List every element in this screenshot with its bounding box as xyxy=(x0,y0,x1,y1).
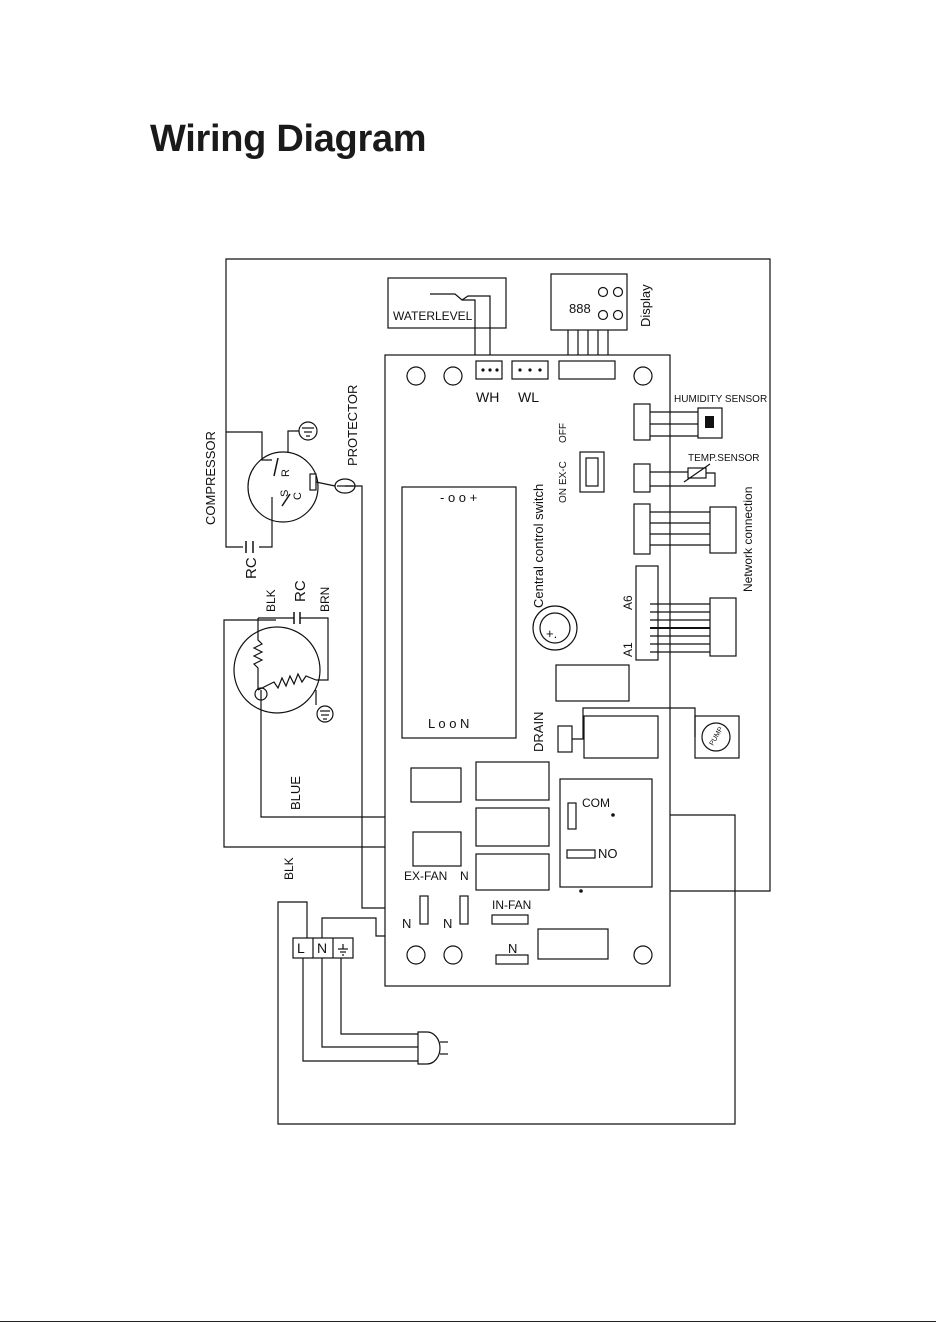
terminal-r: R xyxy=(280,469,292,477)
compressor: COMPRESSOR R C S RC xyxy=(203,422,318,579)
terminal-c: C xyxy=(292,492,304,500)
ex-fan-n: N xyxy=(460,869,469,883)
switch-on: ON xyxy=(558,488,569,503)
connector-wl: WL xyxy=(518,389,539,405)
power-l: L xyxy=(297,940,305,956)
power-plug xyxy=(418,1032,448,1064)
ex-fan-label: EX-FAN xyxy=(404,869,447,883)
display-module: 888 Display xyxy=(551,274,653,363)
switch-exc: EX-C xyxy=(558,461,569,485)
protector: PROTECTOR xyxy=(316,385,360,493)
switch-off: OFF xyxy=(558,423,569,443)
fan-rc: RC xyxy=(292,580,309,602)
fan-motor: BLK RC BRN BLUE BLK xyxy=(234,580,333,880)
display-digits: 888 xyxy=(569,301,591,316)
terminal-n-2: N xyxy=(443,916,452,931)
wire-blue: BLUE xyxy=(288,776,303,810)
buzzer-polarity: +. xyxy=(546,626,557,641)
connector-wh: WH xyxy=(476,389,499,405)
humidity-sensor-label: HUMIDITY SENSOR xyxy=(674,394,767,405)
waterlevel-switch: WATERLEVEL xyxy=(388,278,506,358)
network-label: Network connection xyxy=(741,487,755,592)
temp-sensor-label: TEMP.SENSOR xyxy=(688,453,760,464)
connector-a1: A1 xyxy=(621,642,635,657)
relay-no: NO xyxy=(598,846,618,861)
in-fan-n: N xyxy=(508,941,517,956)
terminal-s: S xyxy=(279,490,291,497)
waterlevel-label: WATERLEVEL xyxy=(393,309,473,323)
footer-rule xyxy=(0,1321,936,1322)
ac-terminals: L o o N xyxy=(428,716,469,731)
in-fan-label: IN-FAN xyxy=(492,898,531,912)
main-pcb: WH WL ON EX-C OFF Central control switch… xyxy=(385,355,670,986)
relay-com: COM xyxy=(582,796,610,810)
protector-label: PROTECTOR xyxy=(345,385,360,466)
drain-label: DRAIN xyxy=(531,712,546,752)
wire-blk-top: BLK xyxy=(264,589,278,612)
terminal-n-1: N xyxy=(402,916,411,931)
compressor-label: COMPRESSOR xyxy=(203,431,218,525)
wire-blk-bottom: BLK xyxy=(282,857,296,880)
dc-terminals: - o o + xyxy=(440,490,477,505)
compressor-rc: RC xyxy=(243,557,260,579)
wire-brn: BRN xyxy=(318,587,332,612)
power-n: N xyxy=(317,940,327,956)
connector-a6: A6 xyxy=(621,595,635,610)
central-switch-label: Central control switch xyxy=(531,484,546,608)
display-label: Display xyxy=(638,284,653,327)
